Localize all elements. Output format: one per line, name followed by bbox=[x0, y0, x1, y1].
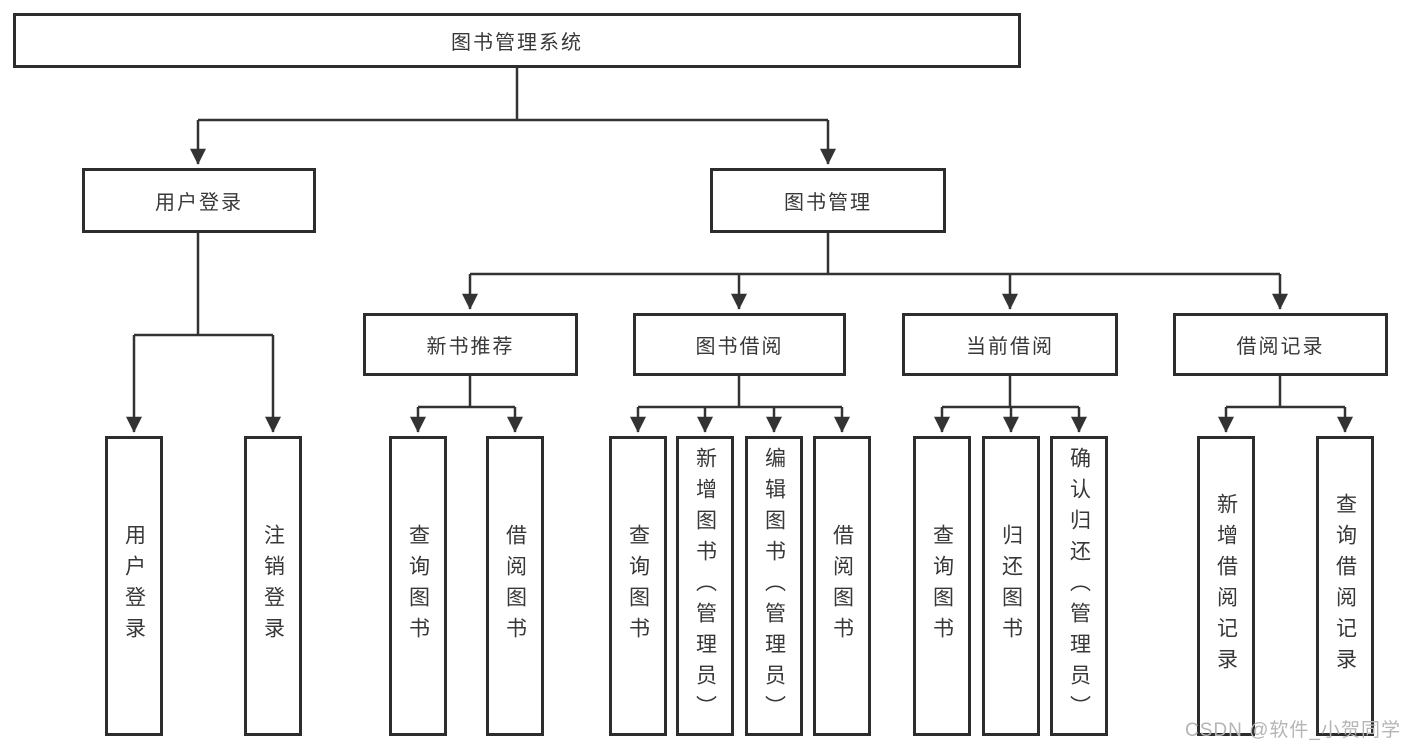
leaf-current-query-books: 查询图书 bbox=[913, 436, 971, 736]
leaf-borrow-query-books: 查询图书 bbox=[609, 436, 667, 736]
node-root: 图书管理系统 bbox=[13, 13, 1021, 68]
leaf-borrow-borrow-books: 借阅图书 bbox=[813, 436, 871, 736]
leaf-current-confirm-return-admin: 确认归还（管理员） bbox=[1050, 436, 1108, 736]
node-label: 查询图书 bbox=[406, 524, 430, 648]
leaf-borrow-add-books-admin: 新增图书（管理员） bbox=[676, 436, 734, 736]
leaf-logout: 注销登录 bbox=[244, 436, 302, 736]
node-label: 借阅图书 bbox=[830, 524, 854, 648]
node-borrow-records: 借阅记录 bbox=[1173, 313, 1388, 376]
node-label: 新增借阅记录 bbox=[1214, 493, 1238, 679]
node-label: 用户登录 bbox=[122, 524, 146, 648]
node-label: 编辑图书（管理员） bbox=[762, 446, 786, 726]
node-label: 查询图书 bbox=[626, 524, 650, 648]
leaf-recommend-borrow-books: 借阅图书 bbox=[486, 436, 544, 736]
leaf-user-login: 用户登录 bbox=[105, 436, 163, 736]
node-current-borrow: 当前借阅 bbox=[902, 313, 1118, 376]
node-label: 查询图书 bbox=[930, 524, 954, 648]
node-book-management: 图书管理 bbox=[710, 168, 946, 233]
leaf-records-query-record: 查询借阅记录 bbox=[1316, 436, 1374, 736]
node-label: 注销登录 bbox=[261, 524, 285, 648]
node-label: 借阅图书 bbox=[503, 524, 527, 648]
node-label: 新增图书（管理员） bbox=[693, 446, 717, 726]
leaf-borrow-edit-books-admin: 编辑图书（管理员） bbox=[745, 436, 803, 736]
leaf-records-add-record: 新增借阅记录 bbox=[1197, 436, 1255, 736]
node-user-login: 用户登录 bbox=[82, 168, 316, 233]
node-label: 确认归还（管理员） bbox=[1067, 446, 1091, 726]
node-label: 归还图书 bbox=[999, 524, 1023, 648]
node-new-book-recommend: 新书推荐 bbox=[363, 313, 578, 376]
leaf-recommend-query-books: 查询图书 bbox=[389, 436, 447, 736]
node-book-borrow: 图书借阅 bbox=[633, 313, 846, 376]
leaf-current-return-books: 归还图书 bbox=[982, 436, 1040, 736]
csdn-watermark: CSDN @软件_小贺同学 bbox=[1185, 720, 1401, 741]
node-label: 查询借阅记录 bbox=[1333, 493, 1357, 679]
